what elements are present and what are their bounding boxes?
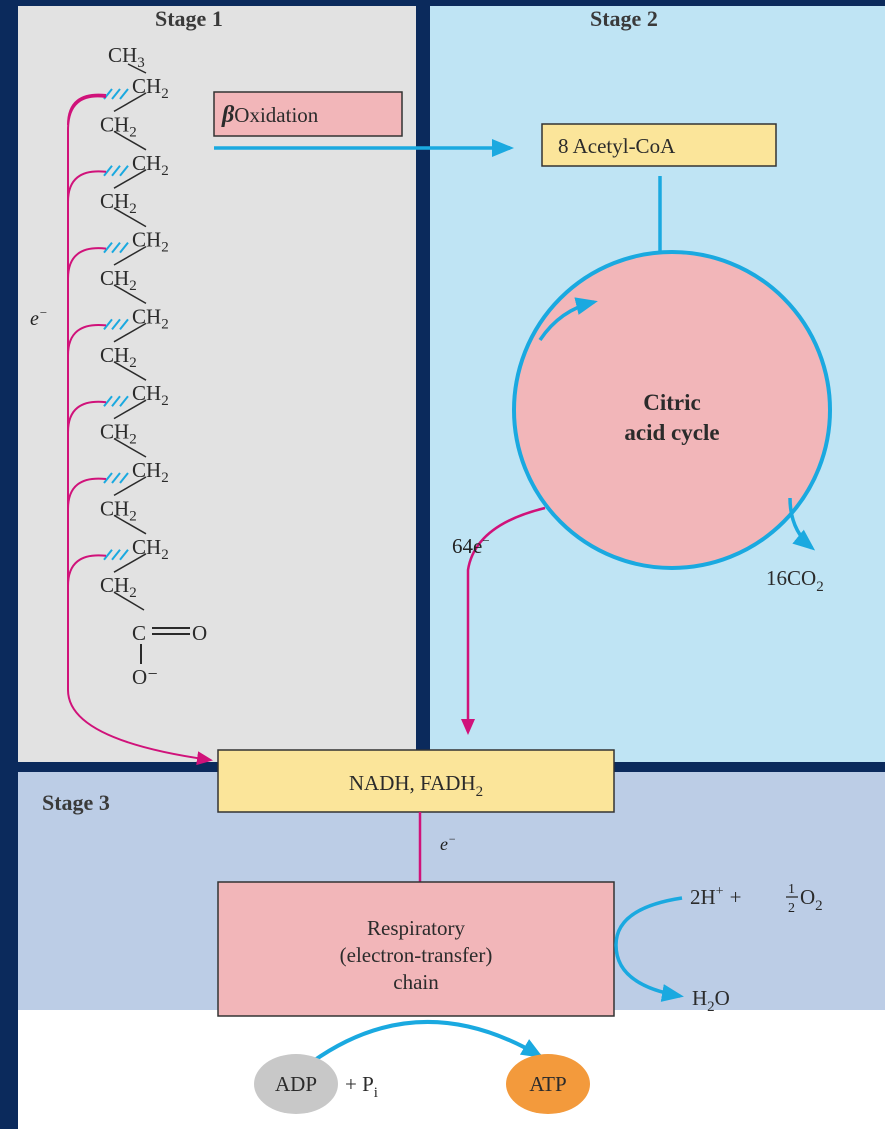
ch3-group: CH3 (108, 43, 145, 71)
electron-arrows-stage1 (67, 93, 213, 766)
electron-label-stage3: e− (440, 832, 456, 854)
chain-bond (113, 591, 145, 611)
cleavage-mark (111, 472, 121, 484)
ch2-units: CH2CH2CH2CH2CH2CH2CH2CH2CH2CH2CH2CH2CH2C… (100, 74, 169, 601)
ch2-unit: CH2 (132, 535, 169, 563)
chain-bond (113, 514, 147, 535)
cleavage-mark (103, 241, 113, 254)
stage2-title: Stage 2 (590, 6, 658, 31)
co2-label: 16CO2 (766, 566, 824, 595)
respiratory-label-line2: (electron-transfer) (340, 943, 493, 967)
respiratory-label-line3: chain (393, 970, 439, 994)
cleavage-mark (111, 241, 121, 254)
cleavage-mark (111, 395, 121, 407)
cleavage-mark (111, 88, 121, 100)
cleavage-mark (103, 472, 113, 484)
cleavage-mark (119, 549, 129, 561)
cleavage-mark (103, 549, 113, 561)
fatty-acid-chain: CH3 CH2CH2CH2CH2CH2CH2CH2CH2CH2CH2CH2CH2… (100, 43, 207, 689)
chain-bond (113, 130, 147, 151)
chain-bond (113, 361, 147, 381)
cleavage-mark (119, 318, 129, 331)
adp-to-atp-arrow (310, 1019, 544, 1064)
cleavage-mark (119, 472, 129, 484)
cleavage-mark (111, 318, 121, 331)
respiratory-chain-box (217, 881, 615, 1017)
ch2-unit: CH2 (132, 304, 169, 332)
atp-label: ATP (529, 1072, 566, 1096)
nadh-fadh2-label: NADH, FADH2 (349, 771, 483, 800)
oxygen-label: O2 (800, 885, 823, 914)
citric-acid-label-line1: Citric (643, 390, 700, 415)
oxygen-to-water-arrow (614, 896, 684, 1002)
electron-label-64: 64e− (452, 533, 490, 558)
adp-circle (254, 1054, 338, 1114)
electron-arrow-from-cycle (461, 506, 546, 735)
cycle-direction-arrow (538, 297, 598, 341)
half-numerator: 1 (788, 882, 795, 897)
bottom-panel (18, 1010, 885, 1129)
stage1-title: Stage 1 (155, 6, 223, 31)
nadh-fadh2-box (217, 749, 615, 813)
cleavage-mark (119, 165, 129, 177)
stage3-title: Stage 3 (42, 790, 110, 815)
chain-bond (113, 476, 147, 497)
ch2-unit: CH2 (132, 228, 169, 256)
adp-label: ADP (275, 1072, 317, 1096)
cleavage-mark (111, 165, 121, 177)
ch2-unit: CH2 (132, 381, 169, 409)
water-label: H2O (692, 986, 730, 1015)
acetyl-coa-box (541, 123, 777, 167)
beta-oxidation-box (213, 91, 403, 137)
co2-release-arrow (788, 497, 816, 551)
phosphate-label: + Pi (345, 1072, 378, 1101)
cleavage-mark (103, 395, 113, 407)
cleavage-mark (103, 318, 113, 331)
chain-bond (113, 553, 147, 573)
respiratory-label-line1: Respiratory (367, 916, 465, 940)
ch2-unit: CH2 (132, 74, 169, 102)
chain-bond (113, 92, 147, 113)
beta-oxidation-label: βOxidation (221, 102, 319, 128)
oxygen-reactant-label: 2H++ (690, 884, 741, 909)
cleavage-mark (103, 165, 113, 177)
citric-acid-cycle-circle (512, 250, 832, 570)
electron-collector-arrow (67, 95, 213, 766)
ch2-unit: CH2 (132, 151, 169, 179)
cleavage-mark (119, 88, 129, 100)
chain-bond (127, 63, 147, 74)
cleavage-mark (111, 549, 121, 561)
acetyl-coa-label: 8 Acetyl-CoA (558, 134, 676, 158)
ch2-unit: CH2 (132, 458, 169, 486)
cleavage-marks (103, 88, 129, 561)
half-denominator: 2 (788, 901, 795, 916)
carboxylate-oxygen: O⁻ (132, 665, 158, 689)
backbone-bonds (113, 63, 147, 611)
chain-bond (113, 399, 147, 420)
cleavage-mark (119, 241, 129, 254)
citric-acid-label-line2: acid cycle (624, 420, 719, 445)
chain-bond (113, 245, 147, 266)
carboxyl-carbon: C (132, 621, 146, 645)
chain-bond (113, 284, 147, 305)
atp-circle (506, 1054, 590, 1114)
chain-bond (113, 437, 147, 458)
electron-label-stage1: e− (30, 305, 48, 330)
chain-bond (113, 207, 147, 228)
chain-bond (113, 322, 147, 343)
carbonyl-oxygen: O (192, 621, 207, 645)
cleavage-mark (119, 395, 129, 407)
chain-bond (113, 169, 147, 189)
